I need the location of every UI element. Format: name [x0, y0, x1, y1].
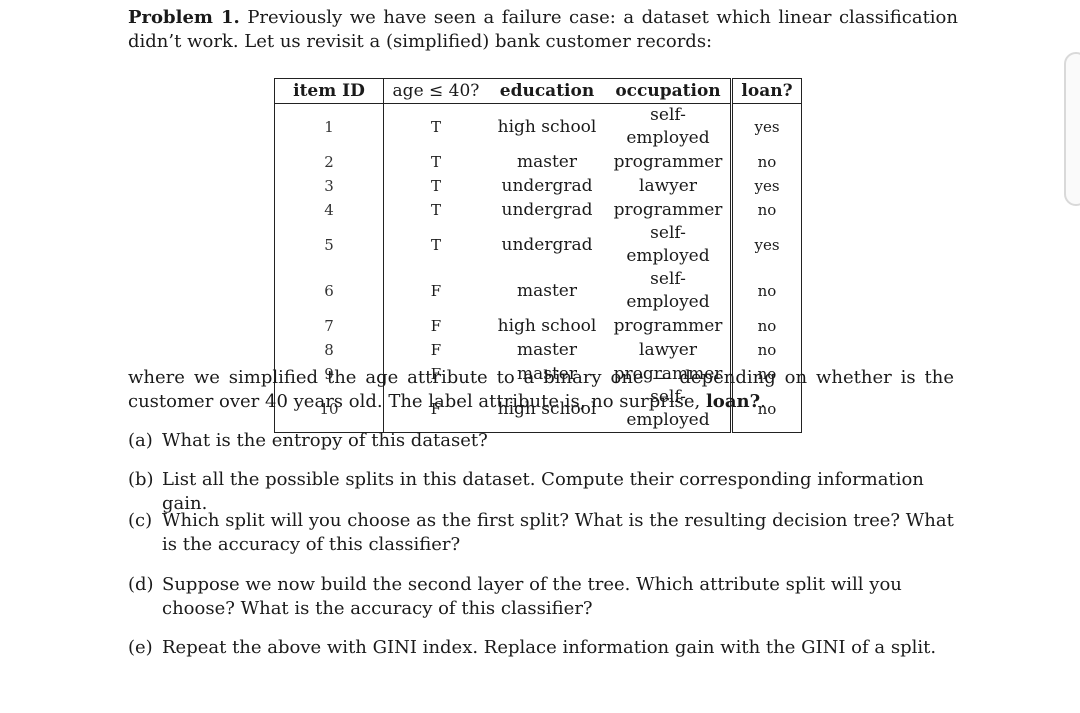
table-row: 3 T undergrad lawyer yes — [274, 174, 802, 198]
question-a: (a) What is the entropy of this dataset? — [128, 429, 956, 453]
cell-education: high school — [497, 315, 597, 336]
question-label: (b) — [128, 469, 154, 490]
table-row: 8 F master lawyer no — [274, 338, 802, 362]
cell-loan: yes — [731, 103, 802, 150]
cell-item-id: 2 — [274, 150, 384, 174]
table-header-row: item ID age ≤ 40? education occupation l… — [274, 78, 802, 104]
cell-loan: no — [731, 198, 802, 222]
cell-occupation: self-employed — [606, 386, 733, 433]
cell-occupation: self-employed — [606, 222, 733, 268]
cell-loan: yes — [731, 174, 802, 198]
cell-item-id: 5 — [274, 222, 384, 268]
cell-item-id: 8 — [274, 338, 384, 362]
cell-occupation: lawyer — [606, 174, 733, 198]
question-text: List all the possible splits in this dat… — [162, 469, 924, 514]
header-age: age ≤ 40? — [383, 78, 488, 104]
table-row: 7 F high school programmer no — [274, 314, 802, 338]
cell-item-id: 9 — [274, 362, 384, 386]
cell-age: T — [430, 235, 441, 254]
cell-item-id: 7 — [274, 314, 384, 338]
cell-item-id: 4 — [274, 198, 384, 222]
problem-intro-text: Previously we have seen a failure case: … — [128, 7, 958, 52]
cell-education: master — [517, 339, 577, 360]
customer-records-table: item ID age ≤ 40? education occupation l… — [274, 78, 802, 433]
question-text: Suppose we now build the second layer of… — [162, 574, 902, 619]
table-row: 5 T undergrad self-employed yes — [274, 222, 802, 268]
table-row: 2 T master programmer no — [274, 150, 802, 174]
explanation-paragraph: where we simplified the age attribute to… — [128, 366, 954, 414]
cell-occupation: lawyer — [606, 338, 733, 362]
cell-age: F — [430, 316, 442, 335]
cell-item-id: 1 — [274, 103, 384, 150]
explanation-label-bold: loan? — [705, 391, 761, 412]
cell-education: undergrad — [501, 175, 593, 196]
problem-label: Problem 1. — [128, 7, 240, 28]
cell-occupation: self-employed — [606, 103, 733, 150]
cell-education: master — [517, 151, 577, 172]
cell-education: master — [517, 363, 577, 384]
problem-intro: Problem 1. Previously we have seen a fai… — [128, 6, 958, 54]
cell-age: F — [430, 281, 442, 300]
question-text: Which split will you choose as the first… — [162, 510, 954, 555]
cell-age: F — [383, 386, 488, 433]
question-e: (e) Repeat the above with GINI index. Re… — [128, 636, 956, 660]
cell-age: F — [430, 364, 442, 383]
question-text: Repeat the above with GINI index. Replac… — [162, 637, 937, 658]
question-d: (d) Suppose we now build the second laye… — [128, 573, 956, 621]
cell-item-id: 3 — [274, 174, 384, 198]
cell-occupation: programmer — [606, 150, 733, 174]
cell-age: T — [430, 200, 441, 219]
table-row: 6 F master self-employed no — [274, 268, 802, 314]
header-loan: loan? — [731, 78, 802, 104]
question-c: (c) Which split will you choose as the f… — [128, 509, 956, 557]
cell-loan: no — [731, 386, 802, 433]
cell-education: master — [517, 280, 577, 301]
cell-age: T — [430, 176, 441, 195]
explanation-text: where we simplified the age attribute to… — [128, 367, 954, 412]
question-text: What is the entropy of this dataset? — [162, 430, 488, 451]
question-label: (d) — [128, 574, 154, 595]
cell-occupation: programmer — [606, 362, 733, 386]
question-label: (a) — [128, 430, 153, 451]
question-label: (e) — [128, 637, 153, 658]
table-row: 10 F high school self-employed no — [274, 386, 802, 433]
cell-education: undergrad — [501, 199, 593, 220]
cell-occupation: programmer — [606, 314, 733, 338]
scroll-handle[interactable] — [1064, 52, 1080, 206]
question-b: (b) List all the possible splits in this… — [128, 468, 956, 516]
cell-loan: no — [731, 314, 802, 338]
cell-occupation: self-employed — [606, 268, 733, 314]
table-row: 1 T high school self-employed yes — [274, 103, 802, 150]
cell-loan: no — [731, 362, 802, 386]
header-education: education — [488, 78, 606, 104]
cell-education: high school — [497, 116, 597, 137]
cell-item-id: 6 — [274, 268, 384, 314]
question-label: (c) — [128, 510, 153, 531]
cell-item-id: 10 — [274, 386, 384, 433]
cell-loan: no — [731, 268, 802, 314]
cell-education: high school — [488, 386, 606, 433]
header-item-id: item ID — [274, 78, 384, 104]
cell-age: T — [430, 152, 441, 171]
header-occupation: occupation — [606, 78, 733, 104]
cell-education: undergrad — [501, 234, 593, 255]
cell-loan: no — [731, 150, 802, 174]
explanation-text-after: . — [760, 391, 766, 412]
cell-loan: no — [731, 338, 802, 362]
cell-occupation: programmer — [606, 198, 733, 222]
cell-age: T — [430, 117, 441, 136]
table-row: 9 F master programmer no — [274, 362, 802, 386]
cell-age: F — [430, 340, 442, 359]
table-row: 4 T undergrad programmer no — [274, 198, 802, 222]
cell-loan: yes — [731, 222, 802, 268]
